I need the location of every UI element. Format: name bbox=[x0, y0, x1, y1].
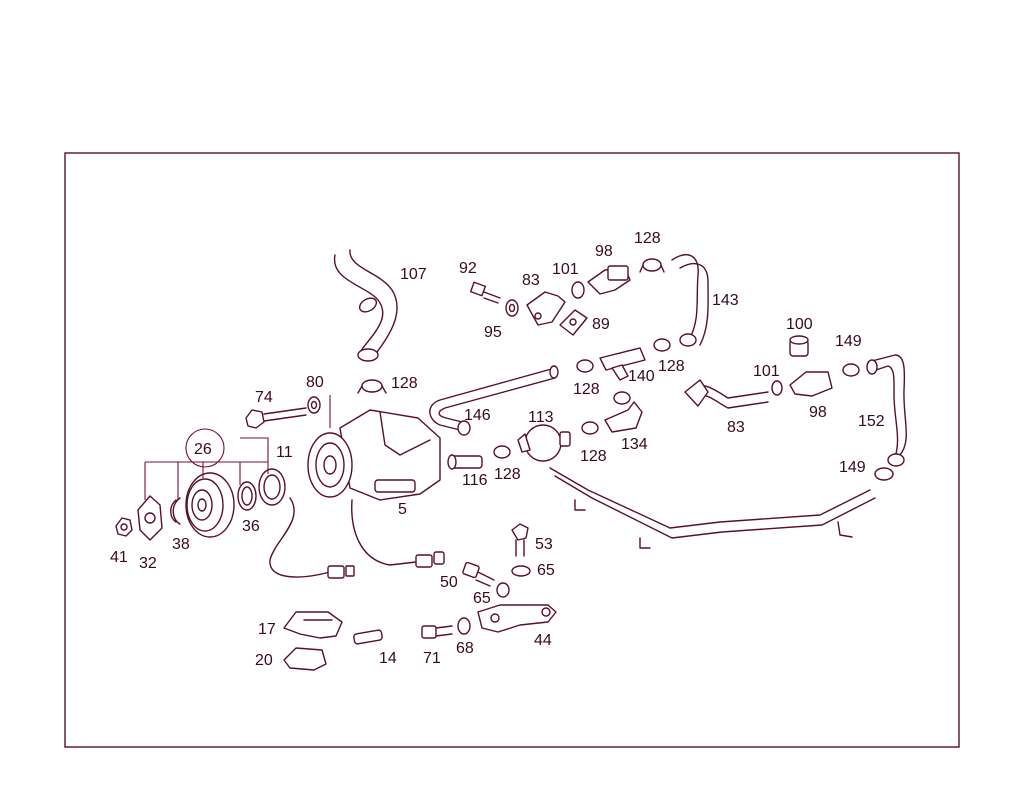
callout-label: 53 bbox=[535, 536, 553, 553]
callout-label: 65 bbox=[537, 562, 555, 579]
callout-label: 83 bbox=[727, 419, 745, 436]
part-pin-14 bbox=[353, 629, 383, 645]
callout-label: 32 bbox=[139, 555, 157, 572]
part-washer-65b bbox=[496, 582, 510, 598]
part-oring-101b bbox=[771, 380, 783, 396]
callout-label: 44 bbox=[534, 632, 552, 649]
part-clamp-128f bbox=[493, 445, 511, 459]
part-screw-50 bbox=[462, 561, 495, 587]
callout-label: 100 bbox=[786, 316, 813, 333]
callout-label: 92 bbox=[459, 260, 477, 277]
part-fitting-116 bbox=[447, 454, 483, 470]
callout-label: 149 bbox=[839, 459, 866, 476]
part-mount-20 bbox=[283, 647, 327, 671]
part-washer-68 bbox=[457, 617, 471, 635]
part-ring-36 bbox=[237, 481, 257, 511]
part-hose-107 bbox=[334, 249, 398, 362]
callout-label: 5 bbox=[398, 501, 407, 518]
part-bolt-53 bbox=[511, 523, 529, 557]
callout-label: 26 bbox=[194, 441, 212, 458]
callout-label: 38 bbox=[172, 536, 190, 553]
callout-label: 116 bbox=[462, 472, 488, 489]
part-washer-65a bbox=[511, 565, 531, 577]
part-washer-80 bbox=[307, 396, 321, 414]
callout-label: 14 bbox=[379, 650, 397, 667]
part-valve-98b bbox=[789, 371, 833, 397]
part-check-valve-113 bbox=[517, 424, 571, 462]
callout-label: 80 bbox=[306, 374, 324, 391]
part-clamp-128b bbox=[639, 258, 665, 273]
part-plate-32 bbox=[137, 495, 163, 541]
callout-label: 149 bbox=[835, 333, 862, 350]
callout-label: 65 bbox=[473, 590, 491, 607]
callout-label: 128 bbox=[580, 448, 607, 465]
part-washer-95 bbox=[505, 299, 519, 317]
part-elbow-134 bbox=[604, 391, 643, 433]
part-hose-143 bbox=[671, 254, 709, 347]
callout-label: 68 bbox=[456, 640, 474, 657]
callout-label: 41 bbox=[110, 549, 128, 566]
part-ring-38 bbox=[170, 497, 181, 525]
callout-label: 128 bbox=[658, 358, 685, 375]
callout-label: 95 bbox=[484, 324, 502, 341]
part-pipe-146 bbox=[429, 365, 559, 436]
part-hose-152 bbox=[866, 354, 907, 467]
callout-label: 50 bbox=[440, 574, 458, 591]
callout-label: 101 bbox=[552, 261, 579, 278]
callout-label: 36 bbox=[242, 518, 260, 535]
part-clamp-149b bbox=[874, 467, 894, 481]
part-clamp-128d bbox=[576, 359, 594, 373]
callout-label: 128 bbox=[494, 466, 521, 483]
part-clamp-149a bbox=[842, 363, 860, 377]
callout-label: 98 bbox=[595, 243, 613, 260]
part-tee-140 bbox=[599, 347, 646, 381]
callout-label: 74 bbox=[255, 389, 273, 406]
part-nut-41 bbox=[115, 517, 133, 537]
callout-label: 20 bbox=[255, 652, 273, 669]
part-oring-101a bbox=[571, 281, 585, 299]
callout-label: 128 bbox=[391, 375, 418, 392]
part-bolt-92 bbox=[469, 281, 501, 304]
callout-label: 83 bbox=[522, 272, 540, 289]
callout-label: 134 bbox=[621, 436, 648, 453]
callout-label: 89 bbox=[592, 316, 610, 333]
part-bracket-44 bbox=[477, 604, 557, 633]
part-clamp-128c bbox=[653, 338, 671, 352]
callout-label: 98 bbox=[809, 404, 827, 421]
part-flange-83a bbox=[526, 291, 566, 326]
part-bracket-17 bbox=[283, 611, 343, 639]
part-gasket-89 bbox=[559, 309, 588, 336]
callout-label: 71 bbox=[423, 650, 441, 667]
part-bolt-74 bbox=[245, 407, 307, 429]
callout-label: 140 bbox=[628, 368, 655, 385]
part-wiring bbox=[269, 497, 445, 579]
callout-label: 107 bbox=[400, 266, 427, 283]
part-clamp-128a bbox=[357, 379, 387, 394]
callout-label: 11 bbox=[276, 444, 293, 461]
part-clamp-128e bbox=[581, 421, 599, 435]
part-cap-100 bbox=[789, 335, 809, 357]
callout-label: 143 bbox=[712, 292, 739, 309]
part-bolt-71 bbox=[421, 625, 453, 639]
callout-label: 146 bbox=[464, 407, 491, 424]
part-air-pump-5 bbox=[307, 409, 441, 501]
part-ring-11 bbox=[258, 468, 286, 506]
callout-label: 113 bbox=[528, 409, 554, 426]
part-pipe-bracket bbox=[549, 467, 876, 549]
part-valve-98a bbox=[587, 265, 631, 295]
callout-label: 128 bbox=[634, 230, 661, 247]
callout-26-leaders bbox=[144, 395, 331, 500]
part-tube-83b bbox=[684, 379, 769, 409]
diagram-frame bbox=[64, 152, 960, 748]
callout-label: 17 bbox=[258, 621, 276, 638]
callout-label: 128 bbox=[573, 381, 600, 398]
part-pulley-26 bbox=[185, 472, 235, 538]
callout-label: 152 bbox=[858, 413, 885, 430]
callout-label: 101 bbox=[753, 363, 780, 380]
